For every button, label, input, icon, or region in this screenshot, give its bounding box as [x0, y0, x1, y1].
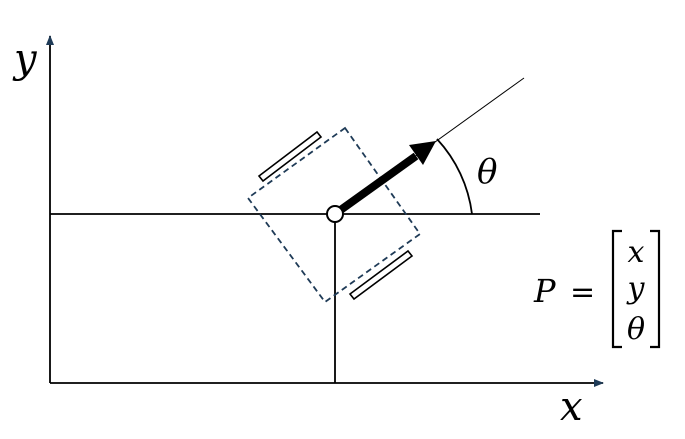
theta-label: θ — [477, 152, 497, 192]
theta-angle-arc — [436, 138, 473, 215]
matrix-right-bracket — [650, 229, 661, 349]
right-wheel — [348, 249, 414, 301]
left-wheel — [257, 130, 323, 183]
pose-vector-x: x — [628, 235, 645, 270]
heading-arrow-shaft — [332, 152, 419, 218]
x-axis-label: x — [560, 384, 583, 430]
matrix-left-bracket — [611, 229, 622, 349]
pose-lhs: P — [533, 272, 556, 310]
pose-equals: = — [570, 275, 595, 310]
heading-arrow-head — [409, 141, 436, 165]
robot-center-point — [326, 205, 344, 223]
robot-body-outline — [246, 126, 422, 304]
y-axis-label: y — [12, 36, 38, 82]
pose-vector-theta: θ — [627, 312, 645, 347]
pose-vector-y: y — [626, 271, 646, 306]
